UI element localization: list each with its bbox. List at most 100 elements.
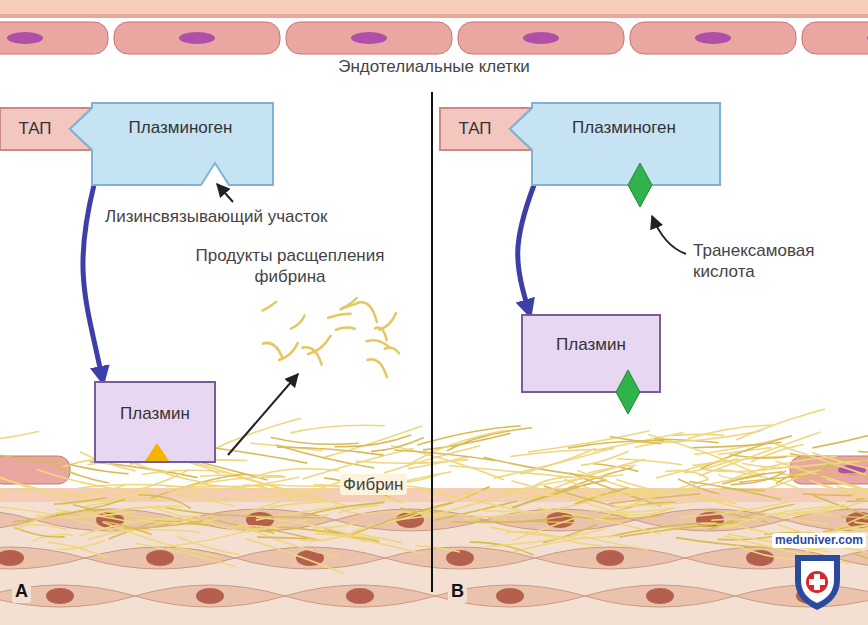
nucleus	[0, 550, 24, 566]
nucleus	[746, 550, 774, 566]
box-outline	[95, 382, 215, 462]
fibrin-strand	[512, 480, 607, 509]
endothelial-cell	[0, 22, 108, 54]
fibrin-strand	[775, 444, 867, 475]
nucleus	[446, 550, 474, 566]
fibrin-strand	[416, 546, 460, 552]
nucleus	[346, 588, 374, 604]
endothelial-cell	[630, 22, 796, 54]
fibrin-strand	[616, 480, 671, 494]
endothelial-cell	[286, 22, 452, 54]
fibrin-fragment	[328, 314, 350, 318]
fibrin-fragment	[379, 313, 396, 330]
fibrin-strand	[151, 474, 245, 498]
tranexamic-acid-diamond	[616, 370, 640, 414]
fibrin-strand	[656, 459, 726, 478]
logo-cross	[809, 574, 825, 590]
logo-shield	[801, 561, 834, 603]
fibrin-strand	[512, 536, 617, 552]
fibrin-strand	[166, 508, 240, 516]
fibrin-strand	[729, 456, 836, 480]
fibrin-strand	[318, 532, 427, 555]
label: Фибрин	[340, 474, 407, 495]
nucleus	[179, 32, 215, 44]
fibrin-strand	[581, 451, 629, 465]
divider	[431, 92, 433, 592]
fibrin-fragment	[358, 302, 377, 322]
box-text: ТАП	[440, 119, 510, 139]
fibrin-strand	[550, 459, 645, 490]
fibrin-strand	[371, 438, 424, 452]
box-outline	[522, 315, 660, 392]
tissue-cell	[85, 547, 235, 569]
plasmin-box: Плазмин	[95, 382, 215, 462]
box-text: Плазмин	[522, 335, 660, 355]
fibrin-strand	[90, 462, 198, 478]
plasminogen-box: Плазминоген	[70, 103, 273, 185]
fibrin-strand	[352, 503, 453, 535]
fibrin-strand	[826, 479, 868, 518]
nucleus	[7, 32, 43, 44]
fibrin-strand	[711, 519, 761, 521]
fibrin-strand	[841, 517, 868, 527]
fibrin-strand	[701, 436, 792, 469]
fibrin-strand	[588, 465, 636, 473]
fibrin-strand	[277, 447, 384, 455]
vessel-wall	[0, 14, 868, 18]
fibrin-strand	[357, 534, 403, 543]
fibrin-strand	[486, 528, 607, 546]
fibrin-fragment	[336, 328, 355, 330]
box-text: Плазмин	[95, 404, 215, 424]
fibrin-strand	[722, 472, 783, 484]
fibrin-strand	[708, 504, 794, 530]
fibrin-strand	[290, 425, 385, 433]
fibrin-strand	[0, 431, 39, 440]
fibrin-strand	[822, 519, 868, 534]
fibrin-strand	[80, 506, 182, 515]
fibrin-strand	[88, 530, 134, 540]
fibrin-strand	[565, 479, 608, 493]
fibrin-fragment	[342, 298, 357, 308]
fibrin-fragment	[308, 336, 331, 354]
fibrin-strand	[809, 480, 868, 513]
fibrin-strand	[302, 502, 384, 516]
fibrin-strand	[18, 512, 68, 530]
fibrin-strand	[700, 524, 780, 538]
fibrin-strand	[699, 432, 820, 476]
fibrin-strand	[103, 522, 151, 535]
watermark: meduniver.com	[772, 533, 866, 548]
box-outline	[70, 103, 273, 185]
activation-arrow	[518, 185, 534, 315]
fibrin-strand	[257, 537, 308, 539]
fibrin-strand	[680, 502, 789, 517]
fibrin-strand	[447, 428, 532, 451]
panel-letter: А	[12, 580, 31, 603]
fibrin-strand	[256, 517, 351, 534]
logo-shield	[795, 555, 840, 610]
fibrin-fragment	[368, 359, 387, 377]
fibrin-strand	[312, 521, 358, 528]
fibrin-strand	[109, 510, 196, 520]
fibrin-strand	[0, 454, 49, 462]
lysine-site-marker	[145, 443, 169, 461]
leader-line	[652, 216, 686, 254]
tissue-cell	[285, 585, 435, 607]
nucleus	[146, 550, 174, 566]
tissue-cell	[585, 585, 735, 607]
fibrin-strand	[478, 516, 569, 523]
fibrin-strand	[401, 472, 451, 482]
fibrin-strand	[464, 511, 556, 519]
fibrin-strand	[513, 492, 561, 497]
fibrin-strand	[48, 543, 107, 558]
fibrin-strand	[335, 505, 378, 514]
fibrin-strand	[335, 435, 412, 447]
tranexamic-acid-diamond	[628, 163, 652, 207]
fibrin-strand	[480, 510, 550, 511]
nucleus	[351, 32, 387, 44]
box-text: Плазминоген	[532, 118, 716, 138]
label: Продукты расщепления фибрина	[165, 245, 415, 288]
label: Лизинсвязывающий участок	[105, 206, 327, 227]
fibrin-strand	[665, 471, 708, 479]
fibrin-strand	[470, 542, 534, 555]
